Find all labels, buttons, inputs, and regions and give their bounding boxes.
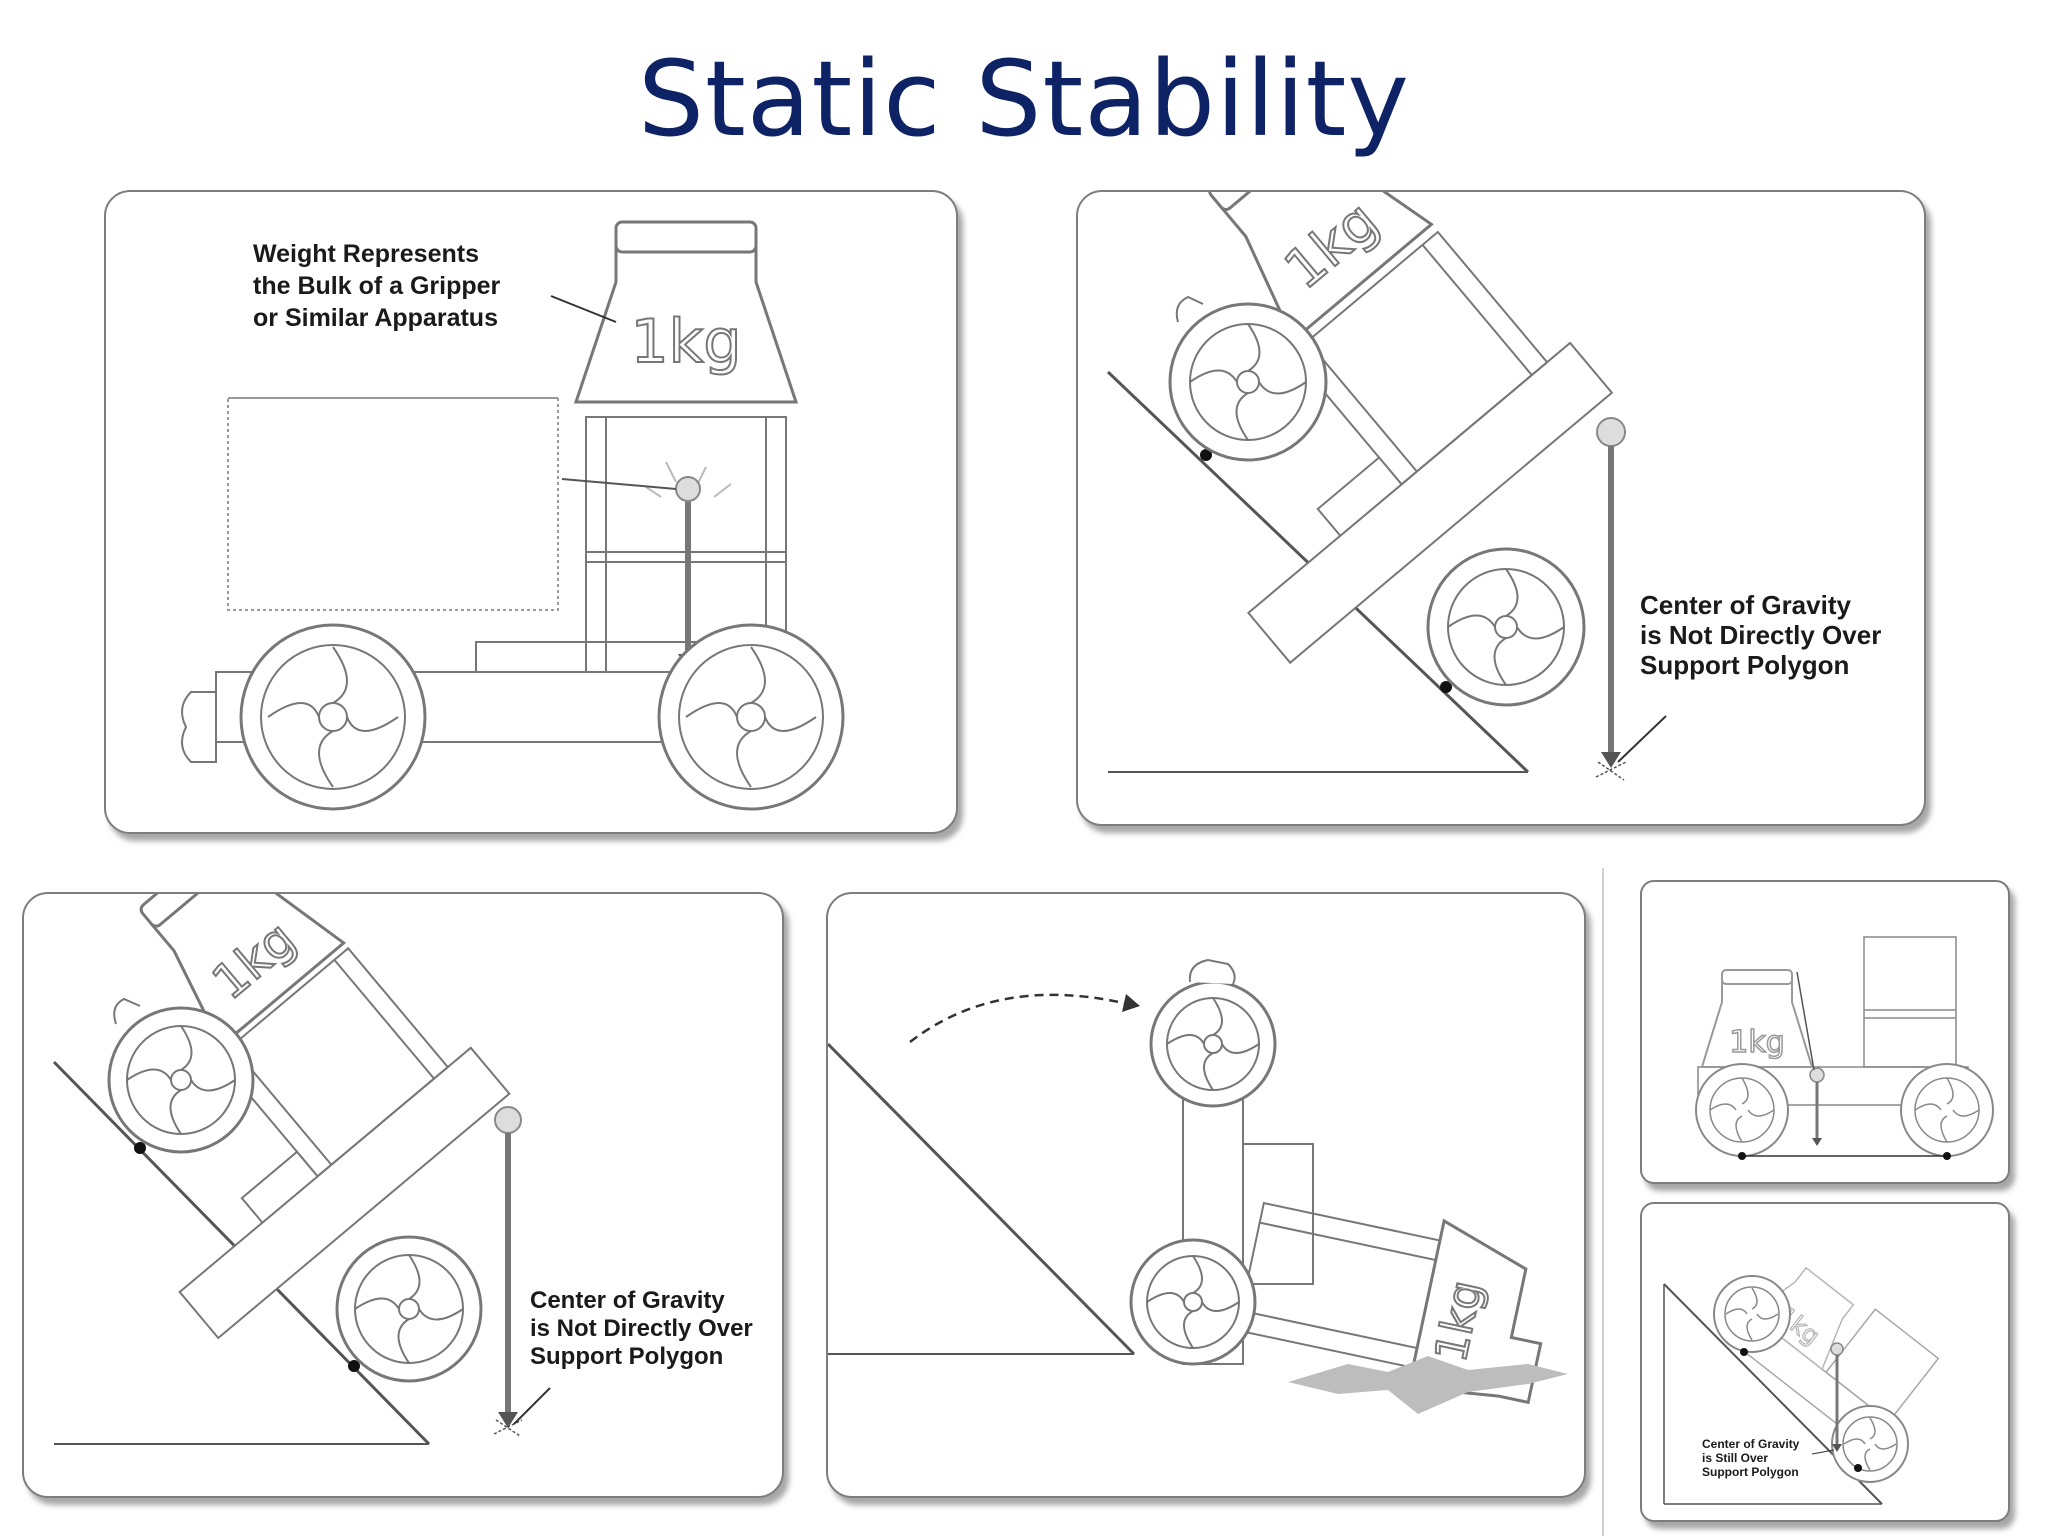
wheel-icon-lower: [1831, 1405, 1909, 1483]
ramp-incline: [828, 1042, 1136, 1356]
wheel-icon-bottom: [1129, 1238, 1257, 1366]
gravity-arrow: [1832, 1355, 1842, 1452]
wheel-icon-upper: [1168, 295, 1328, 462]
small-incline-stable-diagram: 1kg Center of Gravity is Still Over Supp…: [1663, 1266, 1940, 1505]
callout-text: Center of Gravity is Still Over Support …: [1702, 1437, 1803, 1479]
center-of-gravity-marker: [1596, 417, 1626, 447]
panel-level-robot: 1kg: [104, 190, 958, 834]
support-point: [348, 1360, 360, 1372]
wheel-icon-right: [657, 623, 845, 811]
wheel-icon-lower: [335, 1235, 483, 1383]
gravity-arrow: [1595, 446, 1627, 781]
support-point: [1200, 449, 1212, 461]
weight-1kg-icon: 1kg: [573, 220, 799, 404]
callout-pointer: [1617, 715, 1667, 763]
callout-text: Center of Gravity is Not Directly Over S…: [530, 1287, 759, 1370]
wheel-icon-left: [239, 623, 427, 811]
frame-tower: [1824, 1308, 1940, 1423]
small-level-robot-diagram: 1kg: [1695, 936, 1994, 1160]
gravity-arrow: [493, 1133, 523, 1437]
wheel-icon-right: [1900, 1063, 1994, 1157]
weight-label: 1kg: [630, 307, 741, 377]
wheel-icon-left: [1695, 1063, 1789, 1157]
wheel-icon-upper: [1713, 1275, 1791, 1353]
column-divider: [1602, 868, 1604, 1536]
support-point: [1854, 1464, 1862, 1472]
callout-text: Weight Represents the Bulk of a Gripper …: [253, 240, 507, 332]
panel-small-incline-stable: 1kg Center of Gravity is Still Over Supp…: [1640, 1202, 2010, 1522]
gravity-arrow: [1812, 1082, 1822, 1146]
tip-over-arc: [909, 993, 1129, 1043]
wheel-icon-lower: [1426, 547, 1586, 707]
panel-small-level-robot: 1kg: [1640, 880, 2010, 1184]
cog-pointer-line: [561, 478, 677, 490]
panel-tipped-over: 1kg: [826, 892, 1586, 1498]
panel-incline-tipping-2: 1kg Center of Gravity is Not Directly Ov…: [22, 892, 784, 1498]
frame-tower: [216, 946, 450, 1178]
support-point: [1440, 681, 1452, 693]
support-point: [1738, 1152, 1746, 1160]
callout-pointer: [513, 1387, 551, 1425]
support-point: [1740, 1348, 1748, 1356]
center-of-gravity-marker: [1809, 1067, 1825, 1083]
callout-pointer: [550, 295, 617, 323]
level-robot-diagram: 1kg: [181, 220, 845, 811]
frame-tower: [1863, 936, 1957, 1068]
center-of-gravity-marker: [645, 461, 732, 502]
frame-tower: [1290, 230, 1549, 486]
front-bumper: [181, 691, 217, 763]
incline-tipping-diagram: 1kg Center of Gravity is Not Directly: [1106, 192, 1889, 781]
weight-1kg-icon: 1kg: [1406, 1218, 1543, 1405]
wheel-icon-top: [1149, 958, 1277, 1108]
center-of-gravity-marker: [494, 1106, 522, 1134]
panel-incline-tipping: 1kg Center of Gravity is Not Directly: [1076, 190, 1926, 826]
center-of-gravity-marker: [1830, 1342, 1844, 1356]
support-point: [134, 1142, 146, 1154]
weight-1kg-icon: 1kg: [1700, 969, 1814, 1068]
callout-text: Center of Gravity is Not Directly Over S…: [1640, 590, 1889, 680]
wheel-icon-upper: [107, 997, 255, 1154]
payload-outline: [227, 397, 559, 611]
svg-text:1kg: 1kg: [1729, 1025, 1785, 1060]
support-point: [1943, 1152, 1951, 1160]
incline-tipping-diagram-2: 1kg Center of Gravity is Not Directly Ov…: [52, 894, 759, 1446]
tipped-over-diagram: 1kg: [828, 958, 1568, 1414]
impact-burst: [1288, 1356, 1568, 1414]
slide-title: Static Stability: [638, 38, 1410, 160]
callout-pointer: [1811, 1449, 1835, 1455]
